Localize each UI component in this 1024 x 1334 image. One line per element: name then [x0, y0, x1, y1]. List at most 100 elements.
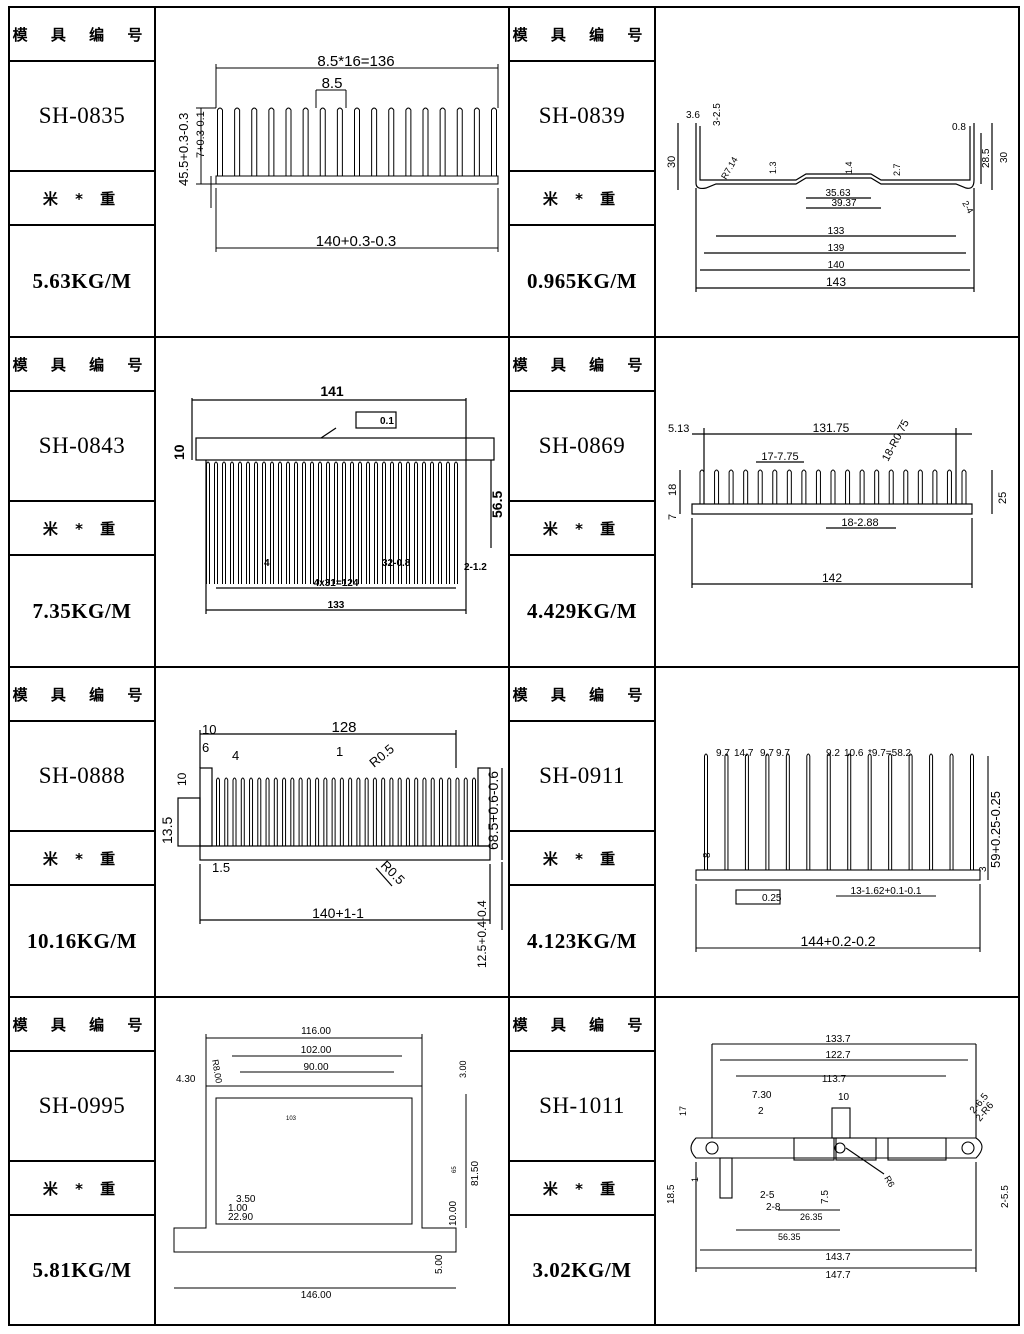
label-column: 模 具 编 号 SH-0869 米 * 重 4.429KG/M	[510, 338, 656, 666]
dim-label: 81.50	[470, 1161, 481, 1186]
heatsink-fin	[743, 469, 749, 504]
dim-label: 2-4	[960, 199, 975, 215]
mold-code: SH-0843	[38, 433, 126, 458]
profile-drawing-sh0843: 141 10 0.1 56.5 4 32-0.8 2-1.2 4x31=124 …	[156, 338, 510, 666]
heatsink-fin	[294, 461, 298, 584]
profile-svg: 133.7 122.7 113.7 17 7.30 10 2 2-6.5 2-R…	[666, 1034, 1011, 1281]
heatsink-fin	[319, 107, 326, 176]
mold-code-cell: SH-0835	[10, 62, 154, 172]
mold-code: SH-0869	[538, 433, 626, 458]
heatsink-fin	[414, 777, 419, 846]
profile-svg: 9.7 14.7 9.7 9.7 9.2 10.6 *9.7=58.2 59+0…	[695, 748, 1003, 952]
label-column: 模 具 编 号 SH-0995 米 * 重 5.81KG/M	[10, 998, 156, 1324]
mold-code: SH-0835	[38, 103, 126, 128]
heatsink-fin	[786, 469, 792, 504]
catalog-sheet: 模 具 编 号 SH-0835 米 * 重 5.63KG/M	[8, 6, 1020, 1326]
heatsink-fin	[336, 107, 343, 176]
profile-svg: 3.6 3-2.5 30 R7.14 1.3 1.4 2.7 35.63 39.…	[666, 103, 1010, 292]
mold-code-cell: SH-1011	[510, 1052, 654, 1162]
weight-header-text: 米 * 重	[42, 189, 122, 208]
heatsink-fin	[845, 469, 851, 504]
dim-label: 2-5.5	[1000, 1185, 1011, 1208]
heatsink-fin	[704, 753, 708, 870]
dim-label: 133.7	[825, 1034, 850, 1045]
dim-label: 10	[175, 772, 189, 786]
heatsink-fin	[438, 461, 442, 584]
dim-label: R0.5	[366, 741, 397, 770]
heatsink-fin	[903, 469, 909, 504]
heatsink-fin	[382, 461, 386, 584]
dim-label: 5.00	[434, 1254, 445, 1274]
weight-value-cell: 5.81KG/M	[10, 1216, 154, 1324]
heatsink-fin	[456, 107, 463, 176]
mold-number-header-text: 模 具 编 号	[12, 25, 152, 44]
label-column: 模 具 编 号 SH-0839 米 * 重 0.965KG/M	[510, 8, 656, 336]
heatsink-fin	[342, 461, 346, 584]
dim-label: 4.30	[176, 1074, 196, 1085]
mold-code: SH-0911	[539, 763, 625, 788]
dim-label: 22.90	[228, 1212, 253, 1223]
heatsink-fin	[372, 777, 377, 846]
weight-value: 10.16KG/M	[26, 928, 138, 953]
weight-header-text: 米 * 重	[542, 1179, 622, 1198]
heatsink-fin	[430, 461, 434, 584]
heatsink-fin	[785, 753, 790, 870]
dim-label: 113.7	[822, 1074, 847, 1085]
profile-drawing-sh0995: 116.00 102.00 90.00 4.30 R8.00 3.00 103 …	[156, 998, 510, 1324]
dim-label: 14.7	[734, 748, 754, 759]
heatsink-fin	[298, 777, 303, 846]
dim-label: 7.5	[820, 1190, 831, 1204]
dim-label: 9.7	[760, 748, 774, 759]
heatsink-fin	[439, 107, 446, 176]
heatsink-fin	[273, 777, 278, 846]
dim-label: 1.5	[212, 860, 230, 875]
weight-header: 米 * 重	[10, 172, 154, 226]
dim-label: 144+0.2-0.2	[800, 933, 875, 949]
weight-value-cell: 10.16KG/M	[10, 886, 154, 996]
dim-label: 142	[822, 571, 842, 585]
heatsink-fin	[246, 461, 250, 584]
dim-label: R0.5	[378, 858, 408, 888]
heatsink-fin	[422, 461, 426, 584]
heatsink-fin	[371, 107, 378, 176]
dim-label: 30	[666, 156, 678, 168]
dim-label: 39.37	[831, 198, 856, 209]
dim-label: 9.7	[716, 748, 730, 759]
heatsink-fin	[374, 461, 378, 584]
heatsink-fin	[315, 777, 320, 846]
mold-code-cell: SH-0911	[510, 722, 654, 832]
heatsink-fin	[366, 461, 370, 584]
label-column: 模 具 编 号 SH-0888 米 * 重 10.16KG/M	[10, 668, 156, 996]
heatsink-fin	[290, 777, 295, 846]
dim-label: 2	[758, 1106, 764, 1117]
mold-number-header-text: 模 具 编 号	[12, 1015, 152, 1034]
heatsink-fin	[240, 777, 245, 846]
heatsink-fin	[216, 777, 220, 846]
weight-header: 米 * 重	[510, 832, 654, 886]
dim-label: 116.00	[301, 1026, 331, 1037]
dim-label: 12.5+0.4-0.4	[475, 900, 489, 968]
dim-label: 65	[452, 1166, 458, 1173]
mold-number-header-text: 模 具 编 号	[512, 685, 652, 704]
mold-number-header-text: 模 具 编 号	[512, 355, 652, 374]
heatsink-fin	[908, 753, 913, 870]
dim-label: 102.00	[301, 1045, 332, 1056]
heatsink-fin	[867, 753, 872, 870]
mold-number-header: 模 具 编 号	[10, 668, 154, 722]
heatsink-fin	[757, 469, 763, 504]
heatsink-fin	[354, 107, 360, 176]
heatsink-fin	[491, 107, 497, 176]
heatsink-fin	[447, 777, 452, 846]
weight-value: 4.429KG/M	[526, 598, 638, 623]
heatsink-fin	[206, 461, 210, 584]
dim-label: 68.5+0.6-0.6	[485, 771, 501, 850]
dim-label: 13-1.62+0.1-0.1	[851, 886, 922, 897]
heatsink-fin	[801, 469, 807, 504]
heatsink-fin	[815, 469, 821, 504]
weight-header: 米 * 重	[10, 1162, 154, 1216]
heatsink-fin	[946, 469, 952, 504]
dim-label: 4x31=124	[314, 578, 359, 589]
heatsink-fin	[214, 461, 218, 584]
heatsink-fin	[430, 777, 435, 846]
dim-label: 133	[328, 600, 345, 611]
